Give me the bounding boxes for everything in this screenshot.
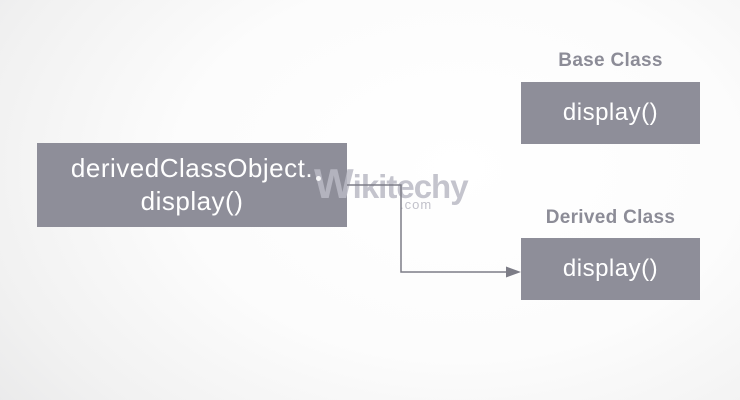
caller-box-line2: display(): [140, 186, 244, 216]
base-class-label: Base Class: [558, 50, 663, 71]
flow-arrowhead: [506, 266, 521, 278]
derived-class-label: Derived Class: [545, 207, 676, 228]
derived-class-method-box: display(): [521, 238, 700, 300]
watermark-suffix: .com: [400, 197, 433, 212]
caller-box-line1: derivedClassObject.: [70, 153, 314, 183]
base-class-method-box: display(): [521, 82, 700, 144]
caller-box: derivedClassObject. display(): [37, 143, 347, 227]
flow-arrow-line: [347, 184, 507, 273]
watermark-brand-rest: ikitechy: [352, 168, 469, 205]
